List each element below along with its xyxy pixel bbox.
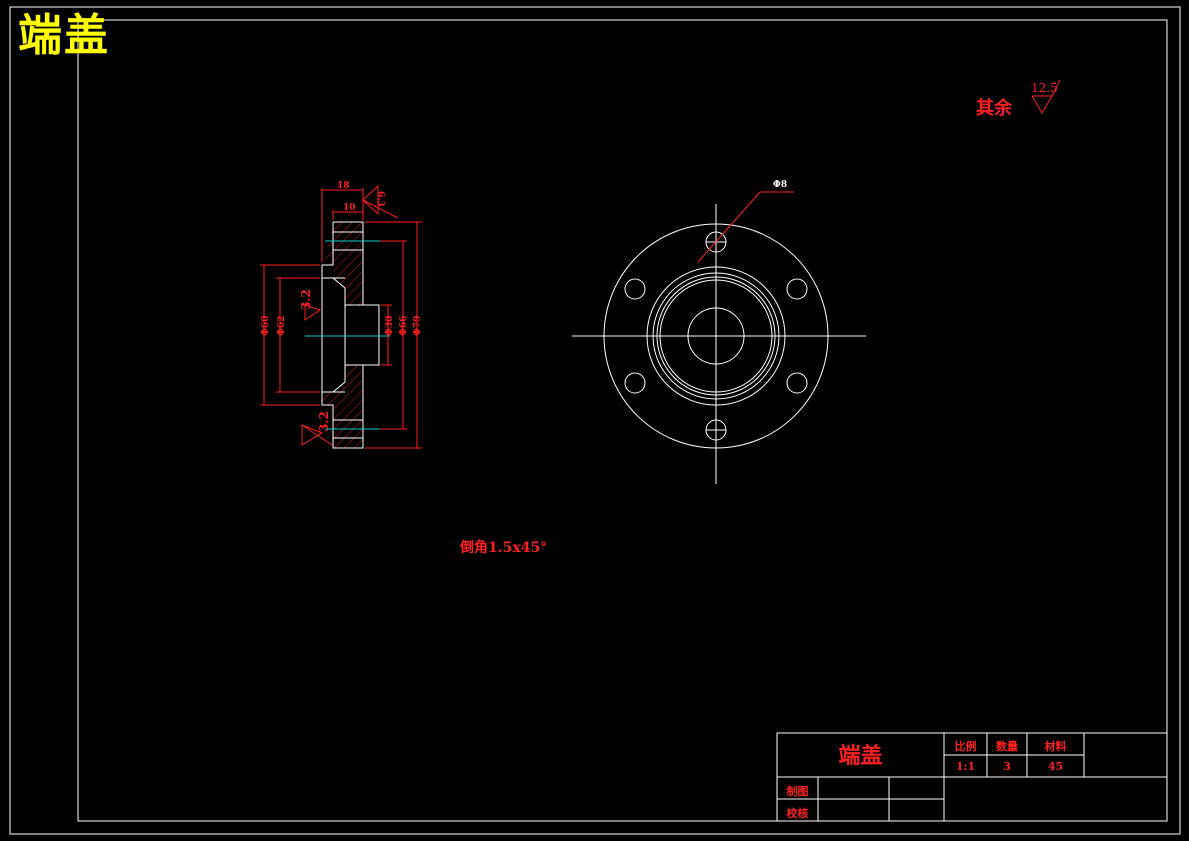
title-header-quantity: 数量 bbox=[996, 740, 1018, 753]
title-block bbox=[776, 732, 1168, 822]
title-row-checked: 校核 bbox=[786, 807, 809, 820]
bolt-hole bbox=[786, 278, 808, 300]
roughness-bottom: 3.2 bbox=[317, 411, 331, 432]
bolt-hole bbox=[786, 372, 808, 394]
bolt-hole bbox=[624, 278, 646, 300]
title-value-scale: 1:1 bbox=[955, 760, 976, 773]
section-hatch-lower bbox=[322, 365, 363, 448]
title-part-name: 端盖 bbox=[838, 743, 883, 769]
title-header-material: 材料 bbox=[1044, 740, 1067, 753]
dim-bolt-circle-dia: Φ66 bbox=[399, 316, 409, 336]
dim-step-dia: Φ60 bbox=[261, 316, 271, 336]
title-row-drawn: 制图 bbox=[786, 785, 809, 798]
title-value-quantity: 3 bbox=[1003, 760, 1011, 773]
roughness-left: 3.2 bbox=[299, 289, 313, 310]
section-hatch-upper bbox=[322, 222, 363, 305]
roughness-symbol-general bbox=[1031, 79, 1061, 114]
dim-outer-dia: Φ79 bbox=[413, 316, 423, 336]
dim-bore-dia: Φ30 bbox=[385, 316, 395, 336]
hole-leader bbox=[697, 191, 794, 263]
dim-hub-width: 10 bbox=[343, 203, 356, 213]
roughness-general-value: 12.5 bbox=[1031, 81, 1058, 95]
front-view bbox=[572, 204, 866, 484]
surface-note-label: 其余 bbox=[976, 98, 1012, 119]
inner-frame bbox=[77, 19, 1168, 822]
outer-frame bbox=[9, 6, 1181, 835]
dim-hole-dia: Φ8 bbox=[773, 180, 787, 190]
roughness-top: 6.3 bbox=[375, 191, 385, 207]
title-header-scale: 比例 bbox=[954, 740, 977, 753]
section-view: 18 10 6.3 Φ79 Φ66 Φ30 Φ60 Φ62 3.2 3.2 bbox=[260, 181, 423, 449]
chamfer-note: 倒角1.5x45° bbox=[460, 540, 548, 556]
bolt-hole bbox=[624, 372, 646, 394]
dim-top-width: 18 bbox=[337, 181, 350, 191]
drawing-title: 端盖 bbox=[18, 10, 110, 61]
title-value-material: 45 bbox=[1047, 760, 1064, 773]
dim-recess-dia: Φ62 bbox=[277, 316, 287, 336]
